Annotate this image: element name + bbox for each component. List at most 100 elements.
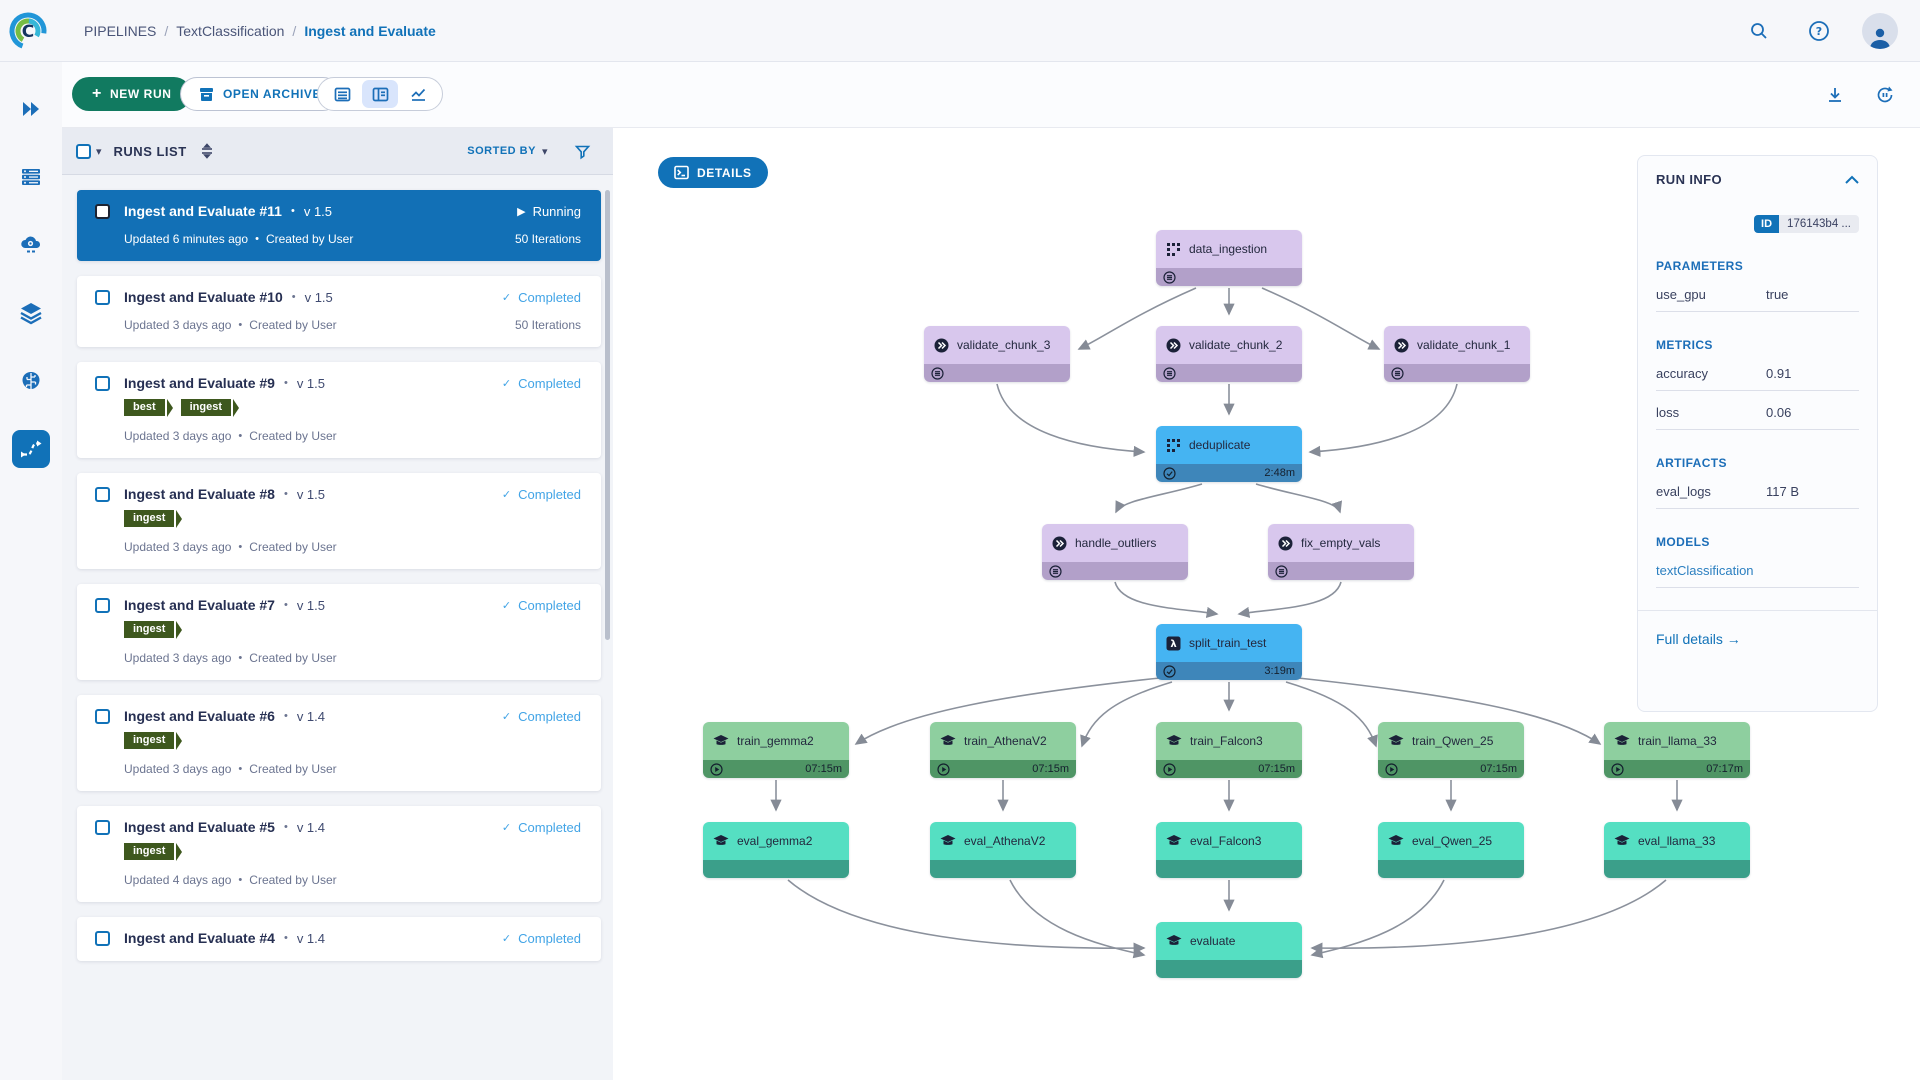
new-run-button[interactable]: + NEW RUN [72, 77, 192, 111]
dag-node-train-falcon3[interactable]: train_Falcon3 07:15m [1156, 722, 1302, 778]
breadcrumb-pipelines[interactable]: PIPELINES [84, 23, 157, 39]
run-info-panel: RUN INFO ID 176143b4 ... PARAMETERS use_… [1637, 155, 1878, 712]
clearml-logo[interactable]: C [7, 10, 49, 52]
graduation-cap-icon [713, 835, 729, 845]
tag-chip: ingest [124, 621, 183, 639]
run-checkbox[interactable] [95, 597, 110, 613]
sidebar-item-pipelines[interactable] [12, 430, 50, 468]
dag-node-split-train-test[interactable]: λ split_train_test 3:19m [1156, 624, 1302, 680]
cloud-gear-icon [21, 236, 41, 253]
runs-list: Ingest and Evaluate #11 • v 1.5 ▶ Runnin… [62, 175, 613, 1080]
run-checkbox[interactable] [95, 708, 110, 724]
check-icon: ✓ [501, 821, 512, 834]
chevron-circle-icon [1052, 536, 1067, 550]
sidebar-item-datasets[interactable] [12, 294, 50, 332]
metrics-view-button[interactable] [400, 80, 436, 108]
dag-node-fix-empty-vals[interactable]: fix_empty_vals [1268, 524, 1414, 580]
run-card[interactable]: Ingest and Evaluate #6 • v 1.4 ✓ Complet… [77, 695, 601, 791]
check-circle-icon [1163, 466, 1176, 480]
run-card[interactable]: Ingest and Evaluate #8 • v 1.5 ✓ Complet… [77, 473, 601, 569]
run-card[interactable]: Ingest and Evaluate #5 • v 1.4 ✓ Complet… [77, 806, 601, 902]
split-view-button[interactable] [362, 80, 398, 108]
table-view-button[interactable] [324, 80, 360, 108]
sorted-by-dropdown[interactable]: SORTED BY ▾ [467, 145, 548, 158]
chevron-circle-icon [1278, 536, 1293, 550]
run-checkbox[interactable] [95, 203, 110, 219]
dataset-icon [1167, 242, 1180, 256]
dag-node-eval-athenav2[interactable]: eval_AthenaV2 [930, 822, 1076, 878]
sidebar-item-workers-queues[interactable] [12, 158, 50, 196]
chevron-down-icon[interactable]: ▾ [96, 145, 102, 158]
run-card[interactable]: Ingest and Evaluate #11 • v 1.5 ▶ Runnin… [77, 190, 601, 261]
customize-columns-icon[interactable] [199, 143, 215, 159]
details-button[interactable]: DETAILS [658, 157, 768, 188]
run-card[interactable]: Ingest and Evaluate #10 • v 1.5 ✓ Comple… [77, 276, 601, 347]
status-completed: ✓ Completed [501, 375, 581, 391]
chevron-circle-icon [1166, 338, 1181, 352]
run-card[interactable]: Ingest and Evaluate #9 • v 1.5 ✓ Complet… [77, 362, 601, 458]
breadcrumb-project[interactable]: TextClassification [176, 23, 285, 39]
dag-node-train-qwen-25[interactable]: train_Qwen_25 07:15m [1378, 722, 1524, 778]
svg-text:?: ? [1816, 25, 1822, 38]
dag-node-train-gemma2[interactable]: train_gemma2 07:15m [703, 722, 849, 778]
dag-node-train-athenav2[interactable]: train_AthenaV2 07:15m [930, 722, 1076, 778]
graduation-cap-icon [1166, 735, 1182, 745]
auto-refresh-icon[interactable] [1868, 78, 1902, 112]
metrics-section-label: METRICS [1656, 338, 1713, 352]
lambda-icon: λ [1166, 636, 1181, 650]
graduation-cap-icon [1388, 735, 1404, 745]
run-checkbox[interactable] [95, 375, 110, 391]
artifacts-section-label: ARTIFACTS [1656, 456, 1727, 470]
dag-node-validate-chunk-1[interactable]: validate_chunk_1 [1384, 326, 1530, 382]
select-all-checkbox[interactable] [76, 143, 91, 159]
dag-node-handle-outliers[interactable]: handle_outliers [1042, 524, 1188, 580]
dag-node-eval-qwen-25[interactable]: eval_Qwen_25 [1378, 822, 1524, 878]
dag-node-evaluate[interactable]: evaluate [1156, 922, 1302, 978]
dag-node-validate-chunk-2[interactable]: validate_chunk_2 [1156, 326, 1302, 382]
menu-circle-icon [1275, 564, 1288, 578]
collapse-icon[interactable] [1845, 175, 1859, 184]
node-runtime: 07:15m [805, 763, 842, 775]
run-card[interactable]: Ingest and Evaluate #7 • v 1.5 ✓ Complet… [77, 584, 601, 680]
sidebar-item-models[interactable] [12, 362, 50, 400]
dag-node-deduplicate[interactable]: deduplicate 2:48m [1156, 426, 1302, 482]
search-icon[interactable] [1742, 14, 1776, 48]
runs-scrollbar[interactable] [605, 190, 610, 640]
dag-node-train-llama-33[interactable]: train_llama_33 07:17m [1604, 722, 1750, 778]
id-badge: ID [1754, 215, 1780, 233]
user-avatar[interactable] [1862, 13, 1898, 49]
runs-list-title: RUNS LIST [113, 143, 187, 159]
tag-chip: ingest [124, 843, 183, 861]
download-icon[interactable] [1818, 78, 1852, 112]
dag-node-eval-falcon3[interactable]: eval_Falcon3 [1156, 822, 1302, 878]
run-checkbox[interactable] [95, 289, 110, 305]
filter-icon[interactable] [574, 143, 591, 160]
run-checkbox[interactable] [95, 819, 110, 835]
app-header: C PIPELINES / TextClassification / Inges… [0, 0, 1920, 62]
sidebar-item-projects[interactable] [12, 90, 50, 128]
help-icon[interactable]: ? [1802, 14, 1836, 48]
full-details-link[interactable]: Full details → [1656, 631, 1741, 647]
run-card[interactable]: Ingest and Evaluate #4 • v 1.4 ✓ Complet… [77, 917, 601, 961]
status-running: ▶ Running [517, 203, 581, 219]
graduation-cap-icon [713, 735, 729, 745]
tag-chip: ingest [124, 510, 183, 528]
breadcrumb: PIPELINES / TextClassification / Ingest … [84, 23, 436, 39]
chevron-circle-icon [1394, 338, 1409, 352]
run-id[interactable]: ID 176143b4 ... [1656, 215, 1859, 233]
run-checkbox[interactable] [95, 930, 110, 946]
dag-node-eval-llama-33[interactable]: eval_llama_33 [1604, 822, 1750, 878]
models-section-label: MODELS [1656, 535, 1710, 549]
dag-node-eval-gemma2[interactable]: eval_gemma2 [703, 822, 849, 878]
svg-text:C: C [22, 22, 34, 42]
node-runtime: 07:15m [1258, 763, 1295, 775]
model-link[interactable]: textClassification [1656, 563, 1859, 588]
dag-node-data-ingestion[interactable]: data_ingestion [1156, 230, 1302, 286]
server-icon [22, 169, 40, 185]
run-checkbox[interactable] [95, 486, 110, 502]
double-chevron-icon [23, 102, 39, 116]
dag-node-validate-chunk-3[interactable]: validate_chunk_3 [924, 326, 1070, 382]
sidebar-item-applications[interactable] [12, 226, 50, 264]
